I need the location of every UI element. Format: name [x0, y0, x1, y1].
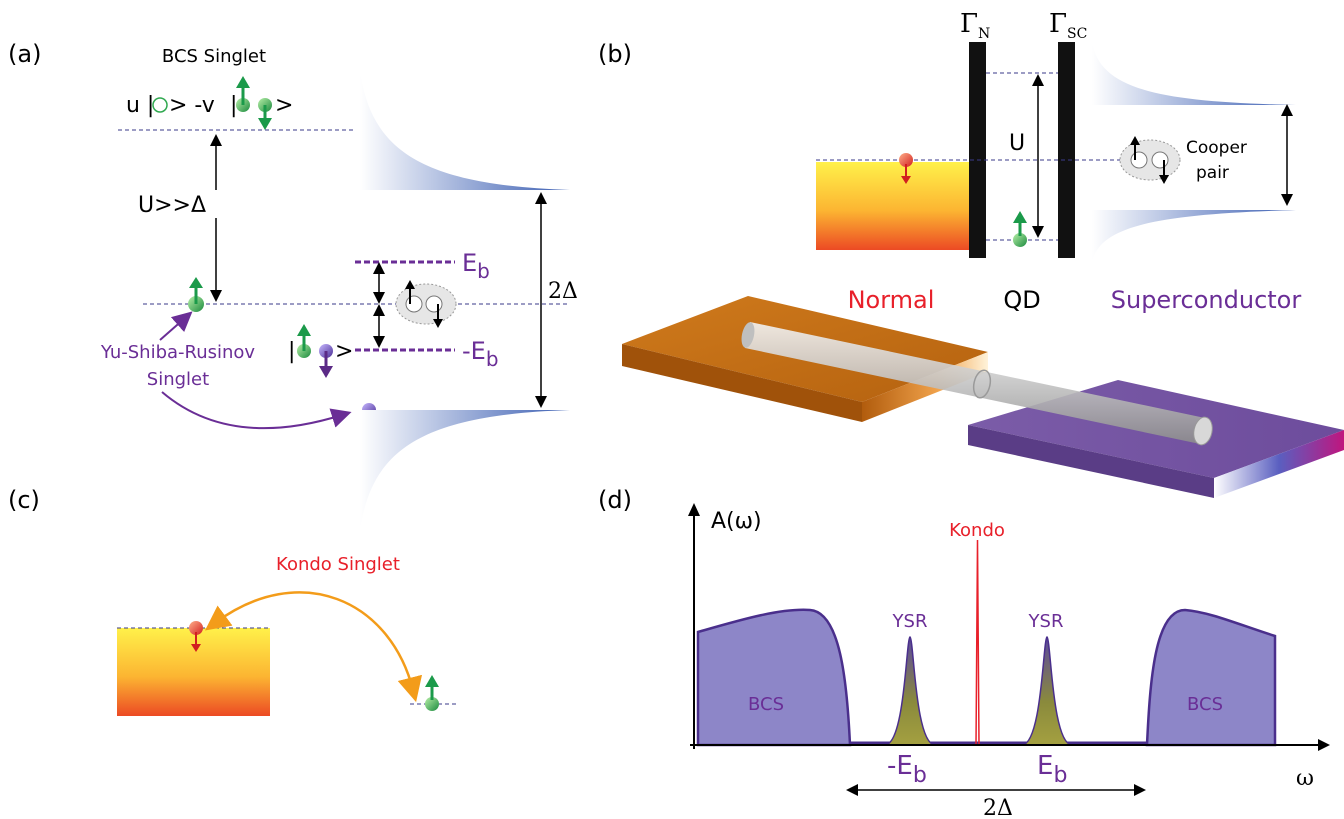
- two-delta-label-a: 2Δ: [548, 279, 578, 304]
- panel-c-label: (c): [8, 486, 40, 514]
- barrier-sc: [1058, 42, 1075, 258]
- ysr-label-line2: Singlet: [147, 369, 209, 390]
- ysr-spin-up-icon: [297, 324, 311, 358]
- y-axis-label: A(ω): [711, 509, 762, 534]
- ysr-ket-end: >: [335, 339, 353, 364]
- cooper-label-line1: Cooper: [1186, 138, 1247, 158]
- kondo-metal-reservoir: [117, 628, 270, 716]
- nanowire-body: [745, 322, 1205, 444]
- x-axis-label: ω: [1296, 766, 1314, 791]
- dos-upper-band: [360, 72, 570, 190]
- u-label-b: U: [1009, 131, 1025, 156]
- bcs-state-mid: > -v: [169, 93, 215, 118]
- normal-metal-reservoir: [816, 162, 969, 250]
- u-gap-label-bg: [172, 190, 230, 218]
- kondo-exchange-arrow: [204, 591, 423, 703]
- sc-electrode-front: [968, 425, 1214, 498]
- ysr-ket-bar: |: [288, 339, 295, 364]
- two-delta-label-d: 2Δ: [983, 796, 1013, 819]
- panel-c: (c) Kondo Singlet: [8, 486, 458, 716]
- kondo-peak: [970, 539, 985, 746]
- nanowire-segment: [972, 369, 992, 399]
- normal-electrode-front: [622, 344, 862, 422]
- panel-d: (d) A(ω) ω Kondo YSR YSR BCS BCS -Eb Eb …: [598, 486, 1330, 819]
- kondo-dot-spin-up-icon: [425, 675, 439, 711]
- empty-state-icon: [152, 97, 168, 113]
- dos-lower-band: [360, 410, 570, 530]
- bcs-left-label: BCS: [748, 694, 784, 715]
- cooper-pair-icon: [395, 280, 457, 328]
- panel-d-label: (d): [598, 486, 632, 514]
- ysr-peak-right: [1021, 636, 1073, 746]
- ysr-left-label: YSR: [892, 611, 928, 632]
- bcs-state-u: u |: [126, 93, 154, 118]
- panel-a: (a) BCS Singlet u | > -v | > U>>Δ Eb: [8, 40, 578, 530]
- pos-eb-label-d: Eb: [1037, 751, 1067, 788]
- spin-up-green-icon: [236, 76, 250, 112]
- normal-spin-down-icon: [899, 153, 913, 184]
- qd-label: QD: [1003, 286, 1040, 314]
- panel-b-label: (b): [598, 40, 632, 68]
- ysr-pointer-arrow: [159, 311, 193, 341]
- ysr-peak-left: [884, 636, 936, 746]
- bcs-state-end: >: [275, 93, 293, 118]
- bcs-singlet-title: BCS Singlet: [162, 46, 266, 67]
- ysr-spin-down-icon: [319, 344, 333, 378]
- neg-eb-label-d: -Eb: [887, 751, 927, 788]
- panel-b: (b) ΓN ΓSC U: [598, 9, 1344, 498]
- dot-spin-up-icon: [188, 277, 204, 312]
- u-gap-label: U>>Δ: [138, 193, 206, 218]
- ysr-label-line1: Yu-Shiba-Rusinov: [100, 342, 256, 363]
- sc-dos-upper: [1092, 42, 1296, 105]
- cooper-pair-b-icon: [1119, 136, 1181, 184]
- superconductor-label: Superconductor: [1111, 286, 1302, 314]
- ysr-curve-arrow: [161, 391, 352, 430]
- panel-a-label: (a): [8, 40, 41, 68]
- spin-down-green-icon: [258, 98, 272, 130]
- gamma-sc-label: ΓSC: [1049, 9, 1087, 42]
- device-illustration: [622, 296, 1344, 498]
- y-axis-arrowhead: [688, 503, 700, 516]
- qd-spin-up-icon: [1013, 211, 1027, 247]
- neg-eb-label: -Eb: [462, 337, 499, 371]
- sc-dos-lower: [1092, 210, 1296, 262]
- bcs-coherence-right: [1145, 608, 1277, 747]
- kondo-peak-label: Kondo: [949, 520, 1005, 541]
- gamma-n-label: ΓN: [960, 9, 990, 42]
- eb-label: Eb: [462, 249, 490, 283]
- sc-electrode-side: [1214, 430, 1344, 498]
- kondo-singlet-label: Kondo Singlet: [276, 554, 400, 575]
- normal-label: Normal: [848, 286, 935, 314]
- cooper-label-line2: pair: [1196, 163, 1229, 183]
- bcs-state-bar: |: [230, 93, 237, 118]
- bcs-coherence-left: [696, 608, 852, 747]
- x-axis-arrowhead: [1318, 739, 1330, 751]
- bcs-right-label: BCS: [1187, 694, 1223, 715]
- nanowire-end-left: [741, 322, 755, 348]
- kondo-spin-down-icon: [189, 621, 203, 652]
- ysr-right-label: YSR: [1028, 611, 1064, 632]
- nanowire-end-right: [1193, 416, 1213, 446]
- barrier-normal: [969, 42, 986, 258]
